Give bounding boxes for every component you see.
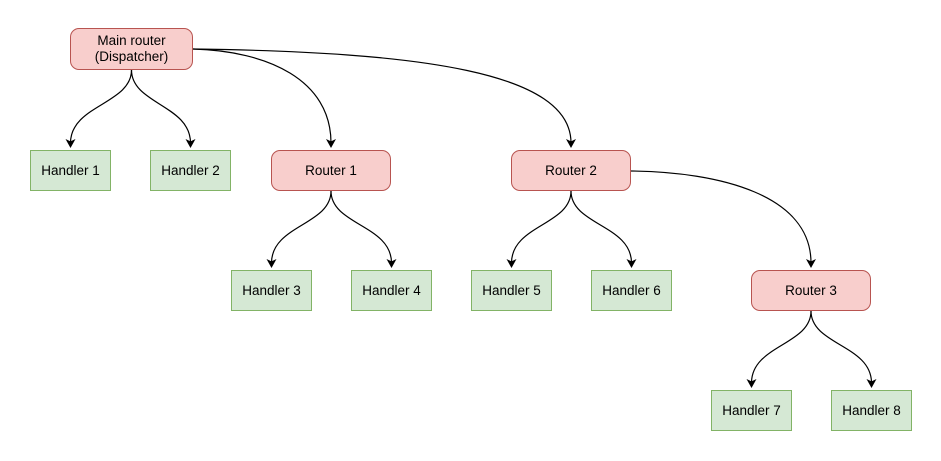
edge-router3-to-handler-8 (810, 310, 877, 388)
edge-main-to-handler-2 (130, 69, 196, 148)
node-label-handler-8: Handler 8 (842, 402, 901, 418)
edge-router1-to-handler-3 (266, 190, 332, 268)
node-handler-6[interactable]: Handler 6 (591, 270, 672, 311)
node-label-handler-3: Handler 3 (242, 282, 301, 298)
node-router-3[interactable]: Router 3 (751, 270, 871, 311)
node-handler-2[interactable]: Handler 2 (150, 150, 231, 191)
node-handler-8[interactable]: Handler 8 (831, 390, 912, 431)
edge-main-to-handler-1 (65, 69, 133, 148)
node-label-router-2: Router 2 (545, 162, 597, 178)
node-label-router-3: Router 3 (785, 282, 837, 298)
node-label-handler-1: Handler 1 (41, 162, 100, 178)
node-handler-7[interactable]: Handler 7 (711, 390, 792, 431)
edge-router3-to-handler-7 (746, 310, 812, 388)
node-handler-1[interactable]: Handler 1 (30, 150, 111, 191)
edge-router2-to-router-3 (630, 170, 816, 268)
node-label-handler-6: Handler 6 (602, 282, 661, 298)
edge-router1-to-handler-4 (330, 190, 397, 268)
node-label-handler-4: Handler 4 (362, 282, 421, 298)
edge-router2-to-handler-6 (570, 190, 637, 268)
node-label-handler-2: Handler 2 (161, 162, 220, 178)
node-handler-4[interactable]: Handler 4 (351, 270, 432, 311)
node-label-main-router: Main router (Dispatcher) (94, 33, 169, 64)
node-label-router-1: Router 1 (305, 162, 357, 178)
node-label-handler-5: Handler 5 (482, 282, 541, 298)
edge-main-to-router-1 (192, 48, 336, 148)
node-router-1[interactable]: Router 1 (271, 150, 391, 191)
node-handler-5[interactable]: Handler 5 (471, 270, 552, 311)
edge-main-to-router-2 (192, 48, 576, 148)
edges-group (65, 48, 877, 388)
edge-router2-to-handler-5 (506, 190, 572, 268)
node-main-router[interactable]: Main router (Dispatcher) (70, 28, 193, 70)
node-router-2[interactable]: Router 2 (511, 150, 631, 191)
node-label-handler-7: Handler 7 (722, 402, 781, 418)
node-handler-3[interactable]: Handler 3 (231, 270, 312, 311)
